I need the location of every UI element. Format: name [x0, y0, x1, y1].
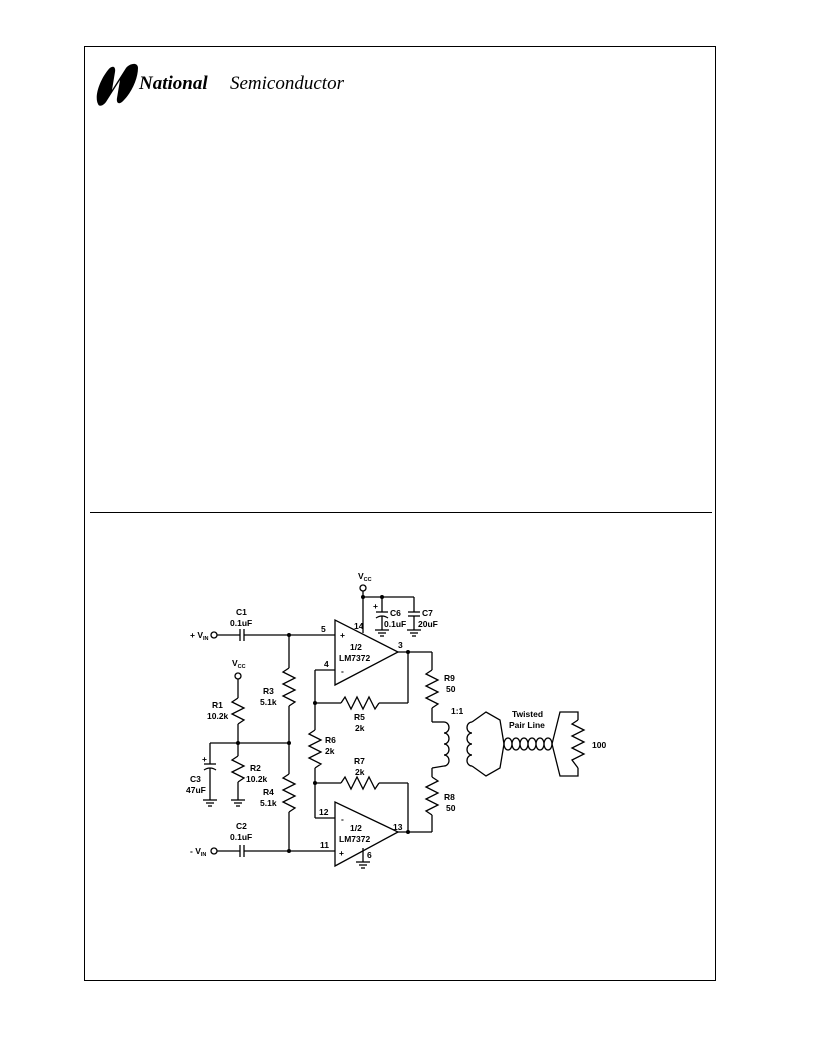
opamp-top-pin4: 4 — [324, 659, 329, 669]
brand-name-light: Semiconductor — [230, 73, 344, 94]
c1-name: C1 — [236, 607, 247, 617]
c7-value: 20uF — [418, 619, 438, 629]
r1-name: R1 — [212, 700, 223, 710]
opamp-bottom-minus: - — [341, 814, 344, 824]
opamp-bottom-pin6: 6 — [367, 850, 372, 860]
opamp-top-pin5: 5 — [321, 624, 326, 634]
c7-name: C7 — [422, 608, 433, 618]
vin-neg-label: - VIN — [190, 846, 206, 858]
page-border — [84, 46, 716, 981]
opamp-bottom-pin11: 11 — [320, 840, 329, 850]
twisted-pair-line1: Twisted — [512, 709, 543, 719]
opamp-top-pin3: 3 — [398, 640, 403, 650]
opamp-top-line2: LM7372 — [339, 653, 370, 663]
opamp-bottom-pin13: 13 — [393, 822, 403, 832]
opamp-bottom-line1: 1/2 — [350, 823, 362, 833]
c1-value: 0.1uF — [230, 618, 252, 628]
c6-name: C6 — [390, 608, 401, 618]
c2-name: C2 — [236, 821, 247, 831]
section-divider — [90, 512, 712, 513]
opamp-top-line1: 1/2 — [350, 642, 362, 652]
r9-value: 50 — [446, 684, 456, 694]
r4-value: 5.1k — [260, 798, 277, 808]
r8-name: R8 — [444, 792, 455, 802]
r6-value: 2k — [325, 746, 335, 756]
r5-value: 2k — [355, 723, 365, 733]
c3-name: C3 — [190, 774, 201, 784]
opamp-top-pin14: 14 — [354, 621, 364, 631]
c6-plus: + — [373, 601, 378, 611]
vcc-left-label: VCC — [232, 658, 246, 670]
opamp-bottom-plus: + — [339, 848, 344, 858]
opamp-bottom-line2: LM7372 — [339, 834, 370, 844]
load-value: 100 — [592, 740, 606, 750]
opamp-bottom-pin12: 12 — [319, 807, 329, 817]
c2-value: 0.1uF — [230, 832, 252, 842]
r3-name: R3 — [263, 686, 274, 696]
c6-value: 0.1uF — [384, 619, 406, 629]
r2-name: R2 — [250, 763, 261, 773]
national-semiconductor-logo-icon — [96, 63, 138, 106]
transformer-ratio: 1:1 — [451, 706, 464, 716]
opamp-top-plus: + — [340, 630, 345, 640]
vin-pos-label: + VIN — [190, 630, 209, 642]
vcc-top-label: VCC — [358, 571, 372, 583]
r7-value: 2k — [355, 767, 365, 777]
r3-value: 5.1k — [260, 697, 277, 707]
r2-value: 10.2k — [246, 774, 268, 784]
r8-value: 50 — [446, 803, 456, 813]
twisted-pair-line2: Pair Line — [509, 720, 545, 730]
c3-value: 47uF — [186, 785, 206, 795]
brand-name-bold: National — [139, 73, 208, 94]
r7-name: R7 — [354, 756, 365, 766]
r9-name: R9 — [444, 673, 455, 683]
r1-value: 10.2k — [207, 711, 229, 721]
c3-plus: + — [202, 754, 207, 764]
r4-name: R4 — [263, 787, 274, 797]
opamp-top-minus: - — [341, 666, 344, 676]
r5-name: R5 — [354, 712, 365, 722]
r6-name: R6 — [325, 735, 336, 745]
